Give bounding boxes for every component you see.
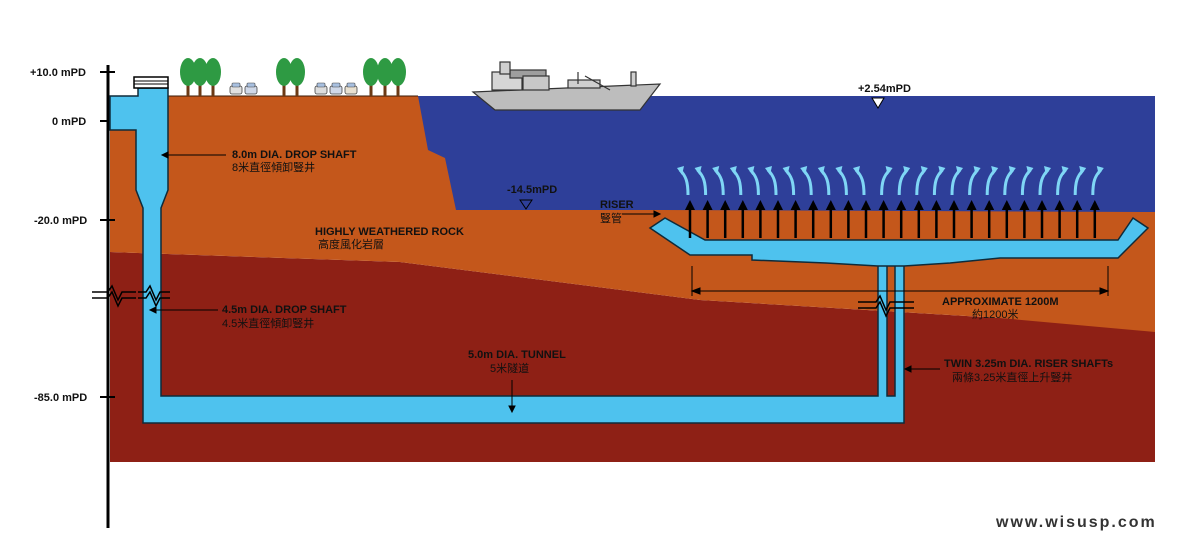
plume-arrow-icon xyxy=(747,166,760,196)
tunnel-label: 5.0m DIA. TUNNEL xyxy=(468,349,566,361)
weathered-rock-label-cn: 高度風化岩層 xyxy=(318,237,384,251)
upflow-arrow-icon xyxy=(702,200,713,238)
upflow-arrow-icon xyxy=(825,200,836,238)
ship-icon xyxy=(471,61,662,111)
upflow-arrow-icon xyxy=(984,200,995,238)
drop-shaft-8m-label: 8.0m DIA. DROP SHAFT xyxy=(232,149,357,161)
drop-shaft-4_5m-label-cn: 4.5米直徑傾卸豎井 xyxy=(222,316,314,330)
upflow-arrow-icon xyxy=(737,200,748,238)
plume-arrow-icon xyxy=(880,166,893,196)
plume-arrow-icon xyxy=(1003,166,1016,196)
upflow-arrow-icon xyxy=(1089,200,1100,238)
plume-arrow-icon xyxy=(712,166,725,196)
tree-icon xyxy=(289,58,305,96)
plume-arrow-icon xyxy=(729,166,743,196)
diffuser-length-dimension xyxy=(690,266,1110,296)
upflow-arrow-icon xyxy=(685,200,695,238)
cars-group xyxy=(229,82,358,95)
car-icon xyxy=(314,82,328,95)
sea-level-label: +2.54mPD xyxy=(858,83,911,95)
plume-arrow-icon xyxy=(1020,166,1034,196)
trees-group xyxy=(180,58,406,96)
upflow-arrow-icon xyxy=(1072,200,1083,238)
riser-label-cn: 豎管 xyxy=(600,211,622,225)
shaft-break-symbols xyxy=(92,284,914,318)
drop-shaft-8m-label-cn: 8米直徑傾卸豎井 xyxy=(232,160,315,174)
plume-arrow-icon xyxy=(1056,166,1069,196)
car-icon xyxy=(244,82,258,95)
plume-arrow-icon xyxy=(853,166,866,196)
elevation-label-plus10: +10.0 mPD xyxy=(30,67,86,79)
plume-arrow-icon xyxy=(677,166,690,196)
upflow-arrow-icon xyxy=(720,200,731,238)
upflow-arrow-icon xyxy=(896,200,907,238)
plume-arrow-icon xyxy=(782,166,796,196)
plume-arrow-icon xyxy=(1038,166,1051,196)
upflow-arrow-icon xyxy=(1054,200,1065,238)
plume-arrow-icon xyxy=(950,166,963,196)
plume-arrow-icon xyxy=(897,166,911,196)
leader-lines xyxy=(148,151,940,414)
tree-icon xyxy=(390,58,406,96)
twin-riser-shafts-label: TWIN 3.25m DIA. RISER SHAFTs xyxy=(944,358,1113,370)
diffuser-pipe xyxy=(648,216,1150,267)
plume-arrow-icon xyxy=(985,166,999,196)
upflow-arrow-icon xyxy=(1001,200,1012,238)
tree-icon xyxy=(205,58,221,96)
sea-water xyxy=(418,96,1155,216)
elevation-label-minus20: -20.0 mPD xyxy=(34,215,87,227)
riser-arrows xyxy=(685,200,1100,238)
upflow-arrow-icon xyxy=(808,200,819,238)
car-icon xyxy=(344,82,358,95)
tree-icon xyxy=(363,58,379,96)
tunnel-label-cn: 5米隧道 xyxy=(490,361,529,375)
upflow-arrow-icon xyxy=(966,200,977,238)
upflow-arrow-icon xyxy=(1037,200,1047,238)
plume-arrow-icon xyxy=(1091,166,1104,196)
upflow-arrow-icon xyxy=(931,200,942,238)
tree-icon xyxy=(180,58,196,96)
plume-arrow-icon xyxy=(835,166,848,196)
seabed-level-triangle-icon xyxy=(519,199,533,210)
car-icon xyxy=(229,82,243,95)
sea-level-triangle-icon xyxy=(871,97,885,109)
weathered-rock-label: HIGHLY WEATHERED ROCK xyxy=(315,226,464,238)
seabed-level-label: -14.5mPD xyxy=(507,184,557,196)
upflow-arrow-icon xyxy=(755,200,766,238)
upflow-arrow-icon xyxy=(1019,200,1030,238)
elevation-label-minus85: -85.0 mPD xyxy=(34,392,87,404)
tree-icon xyxy=(192,58,208,96)
upflow-arrow-icon xyxy=(913,200,924,238)
upflow-arrow-icon xyxy=(773,200,783,238)
upflow-arrow-icon xyxy=(861,200,871,238)
plume-arrow-icon xyxy=(800,166,813,196)
tree-icon xyxy=(276,58,292,96)
upflow-arrow-icon xyxy=(878,200,889,238)
approx-length-label: APPROXIMATE 1200M xyxy=(942,296,1059,308)
plume-arrow-icon xyxy=(694,166,708,196)
plume-arrow-icon xyxy=(765,166,778,196)
drop-shaft-4_5m-label: 4.5m DIA. DROP SHAFT xyxy=(222,304,347,316)
upflow-arrow-icon xyxy=(843,200,854,238)
tree-icon xyxy=(377,58,393,96)
plume-arrows xyxy=(677,166,1104,196)
car-icon xyxy=(329,82,343,95)
elevation-label-zero: 0 mPD xyxy=(52,116,86,128)
riser-label: RISER xyxy=(600,199,634,211)
drop-shaft-tunnel-system xyxy=(109,87,905,424)
plume-arrow-icon xyxy=(915,166,928,196)
watermark: www.wisusp.com xyxy=(995,514,1157,531)
upflow-arrow-icon xyxy=(949,200,959,238)
approx-length-label-cn: 約1200米 xyxy=(972,307,1018,321)
upflow-arrow-icon xyxy=(790,200,801,238)
plume-arrow-icon xyxy=(817,166,831,196)
plume-arrow-icon xyxy=(968,166,981,196)
drop-shaft-headframe xyxy=(133,76,169,89)
twin-riser-shafts-label-cn: 兩條3.25米直徑上升豎井 xyxy=(952,370,1072,384)
plume-arrow-icon xyxy=(1073,166,1087,196)
plume-arrow-icon xyxy=(932,166,946,196)
